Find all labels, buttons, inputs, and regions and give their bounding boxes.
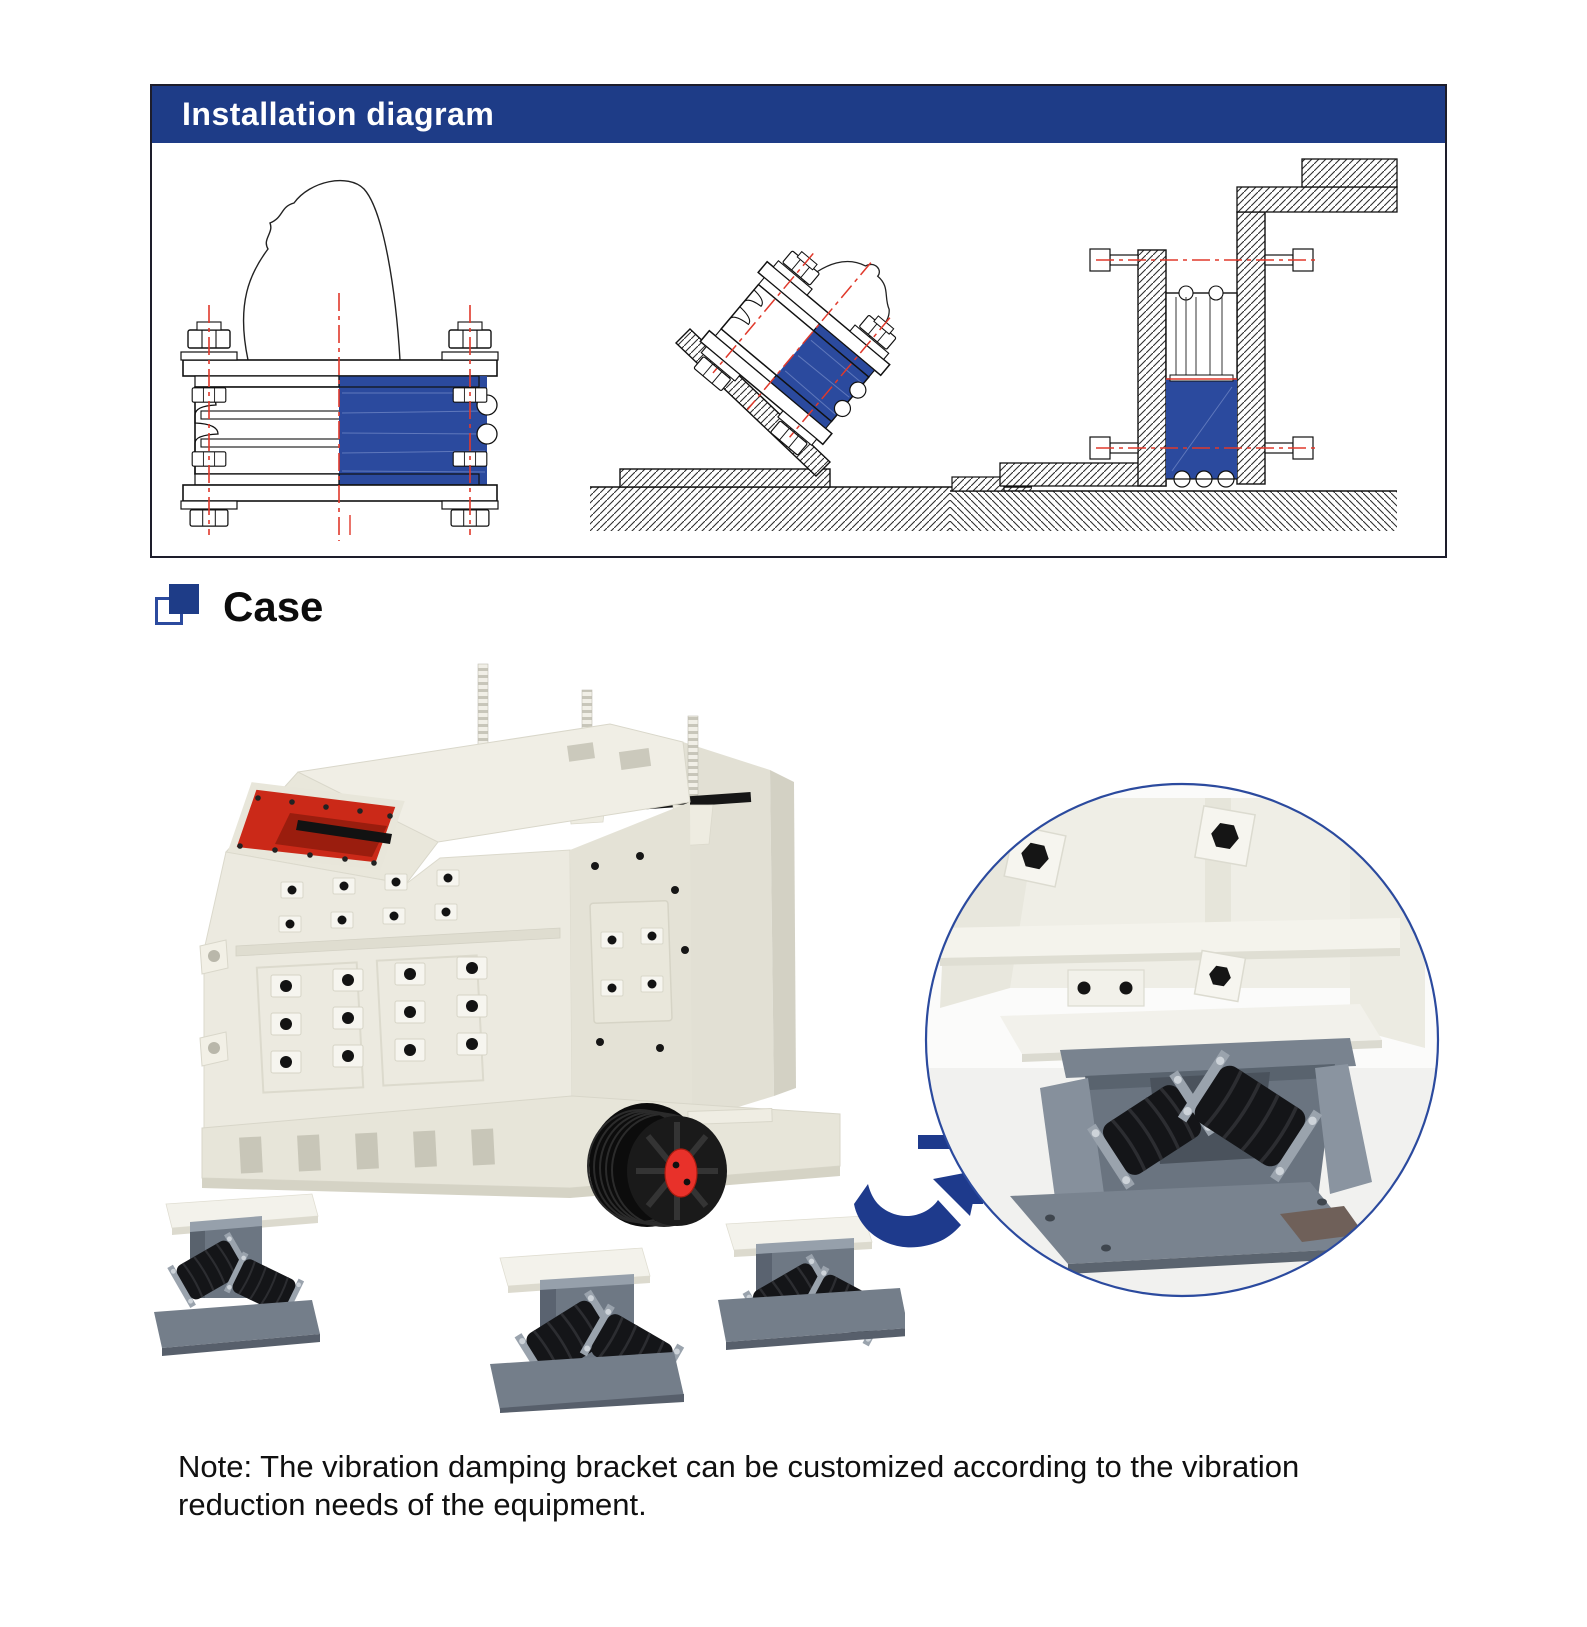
note-line-2: reduction needs of the equipment. — [178, 1487, 647, 1523]
installation-diagram-panel: Installation diagram — [150, 84, 1447, 558]
overlapping-squares-icon — [155, 584, 203, 630]
installation-diagram-title: Installation diagram — [182, 96, 495, 132]
vertical-panel-mount-figure — [950, 158, 1398, 531]
note-line-1: Note: The vibration damping bracket can … — [178, 1449, 1300, 1484]
note-text: Note: The vibration damping bracket can … — [178, 1448, 1378, 1525]
damping-mount-left — [154, 1193, 320, 1356]
damping-mount-center — [490, 1247, 686, 1413]
side-face-details — [589, 852, 689, 1052]
drive-pulley — [587, 1103, 727, 1227]
impact-crusher-render — [140, 650, 905, 1415]
front-face-bolts — [199, 869, 561, 1094]
damping-mount-right — [718, 1215, 905, 1350]
installation-diagram-header: Installation diagram — [152, 86, 1445, 143]
case-section-title: Case — [223, 583, 324, 630]
installation-diagrams-drawing — [180, 158, 1398, 541]
rubber-damper-right — [1177, 1049, 1323, 1183]
floor-mount-figure — [180, 179, 499, 541]
installation-diagram-canvas — [152, 143, 1445, 556]
feed-opening — [227, 782, 405, 870]
case-section-header: Case — [155, 583, 323, 631]
damping-mount-closeup-circle — [920, 778, 1445, 1303]
